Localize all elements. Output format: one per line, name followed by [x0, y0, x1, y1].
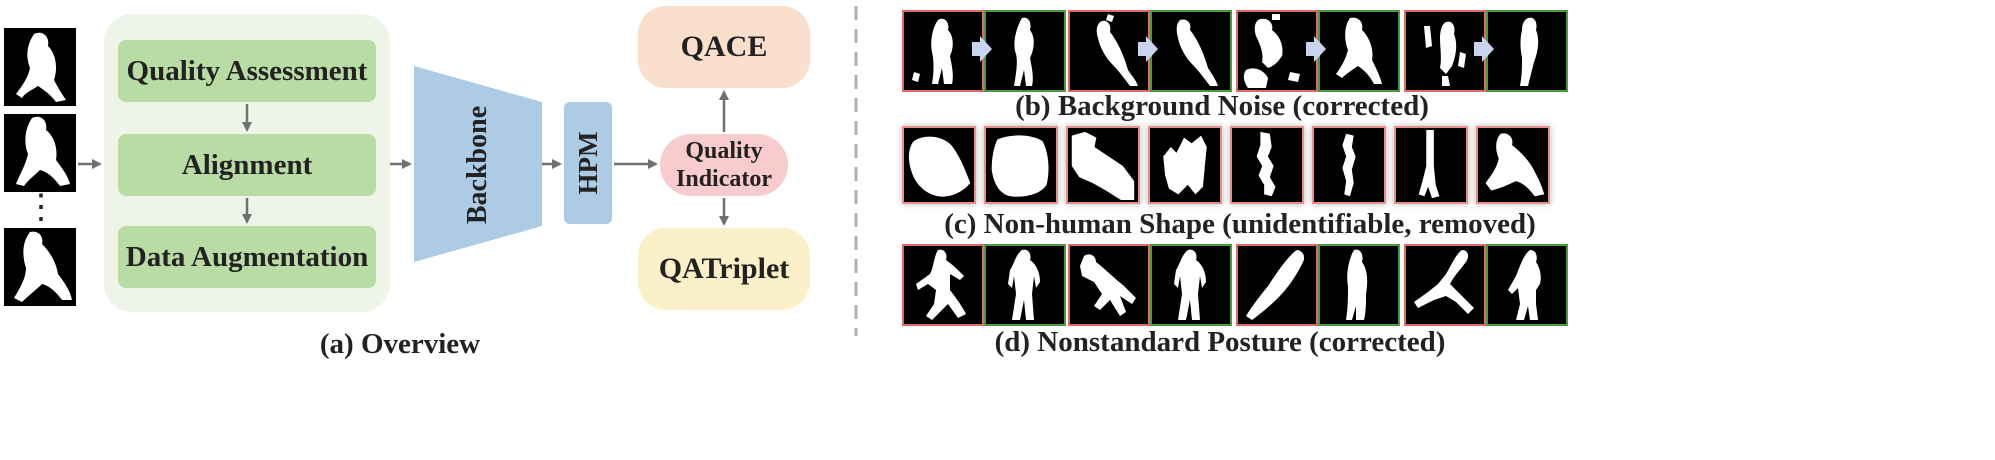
panel-d-pair-3 [1236, 244, 1400, 326]
backbone-block [414, 66, 542, 262]
correction-arrow-b3 [1306, 36, 1326, 62]
non-human-frame-2 [984, 126, 1058, 204]
input-silhouette-3 [4, 228, 76, 306]
quality-indicator: Quality Indicator [660, 134, 788, 196]
overview-arrows [78, 90, 729, 226]
correction-arrow-b2 [1138, 36, 1158, 62]
quality-indicator-line1: Quality [685, 138, 763, 164]
panel-d-pair-4 [1404, 244, 1568, 326]
hpm-block [564, 102, 612, 224]
input-silhouette-2 [4, 114, 76, 192]
posture-frame [1404, 244, 1486, 326]
posture-frame [902, 244, 984, 326]
corrected-frame [1318, 10, 1400, 92]
panel-b-pair-4 [1404, 10, 1568, 92]
corrected-frame [1318, 244, 1400, 326]
non-human-frame-1 [902, 126, 976, 204]
panel-d-pair-1 [902, 244, 1066, 326]
corrected-frame [1486, 244, 1568, 326]
corrected-frame [984, 10, 1066, 92]
quality-indicator-line2: Indicator [676, 166, 772, 192]
non-human-frame-4 [1148, 126, 1222, 204]
noisy-frame [1404, 10, 1486, 92]
panel-d-pair-2 [1068, 244, 1232, 326]
caption-d: (d) Nonstandard Posture (corrected) [994, 326, 1446, 358]
noisy-frame [902, 10, 984, 92]
panel-b-pair-3 [1236, 10, 1400, 92]
correction-arrow-b4 [1474, 36, 1494, 62]
dashed-divider [854, 6, 858, 336]
data-augmentation-box: Data Augmentation [118, 226, 376, 288]
non-human-frame-5 [1230, 126, 1304, 204]
caption-b: (b) Background Noise (corrected) [1015, 90, 1429, 122]
alignment-box: Alignment [118, 134, 376, 196]
corrected-frame [1150, 244, 1232, 326]
non-human-frame-7 [1394, 126, 1468, 204]
corrected-frame [1486, 10, 1568, 92]
non-human-frame-6 [1312, 126, 1386, 204]
qatriplet-box: QATriplet [638, 228, 810, 310]
noisy-frame [1068, 10, 1150, 92]
panel-b-pair-1 [902, 10, 1066, 92]
qace-box: QACE [638, 6, 810, 88]
noisy-frame [1236, 10, 1318, 92]
posture-frame [1068, 244, 1150, 326]
caption-a: (a) Overview [319, 328, 481, 360]
posture-frame [1236, 244, 1318, 326]
caption-c: (c) Non-human Shape (unidentifiable, rem… [944, 208, 1536, 240]
panel-b-pair-2 [1068, 10, 1232, 92]
input-silhouette-1 [4, 28, 76, 106]
non-human-frame-3 [1066, 126, 1140, 204]
corrected-frame [984, 244, 1066, 326]
input-ellipsis: ⋮ [24, 189, 58, 226]
correction-arrow-b1 [972, 36, 992, 62]
quality-assessment-box: Quality Assessment [118, 40, 376, 102]
non-human-frame-8 [1476, 126, 1550, 204]
